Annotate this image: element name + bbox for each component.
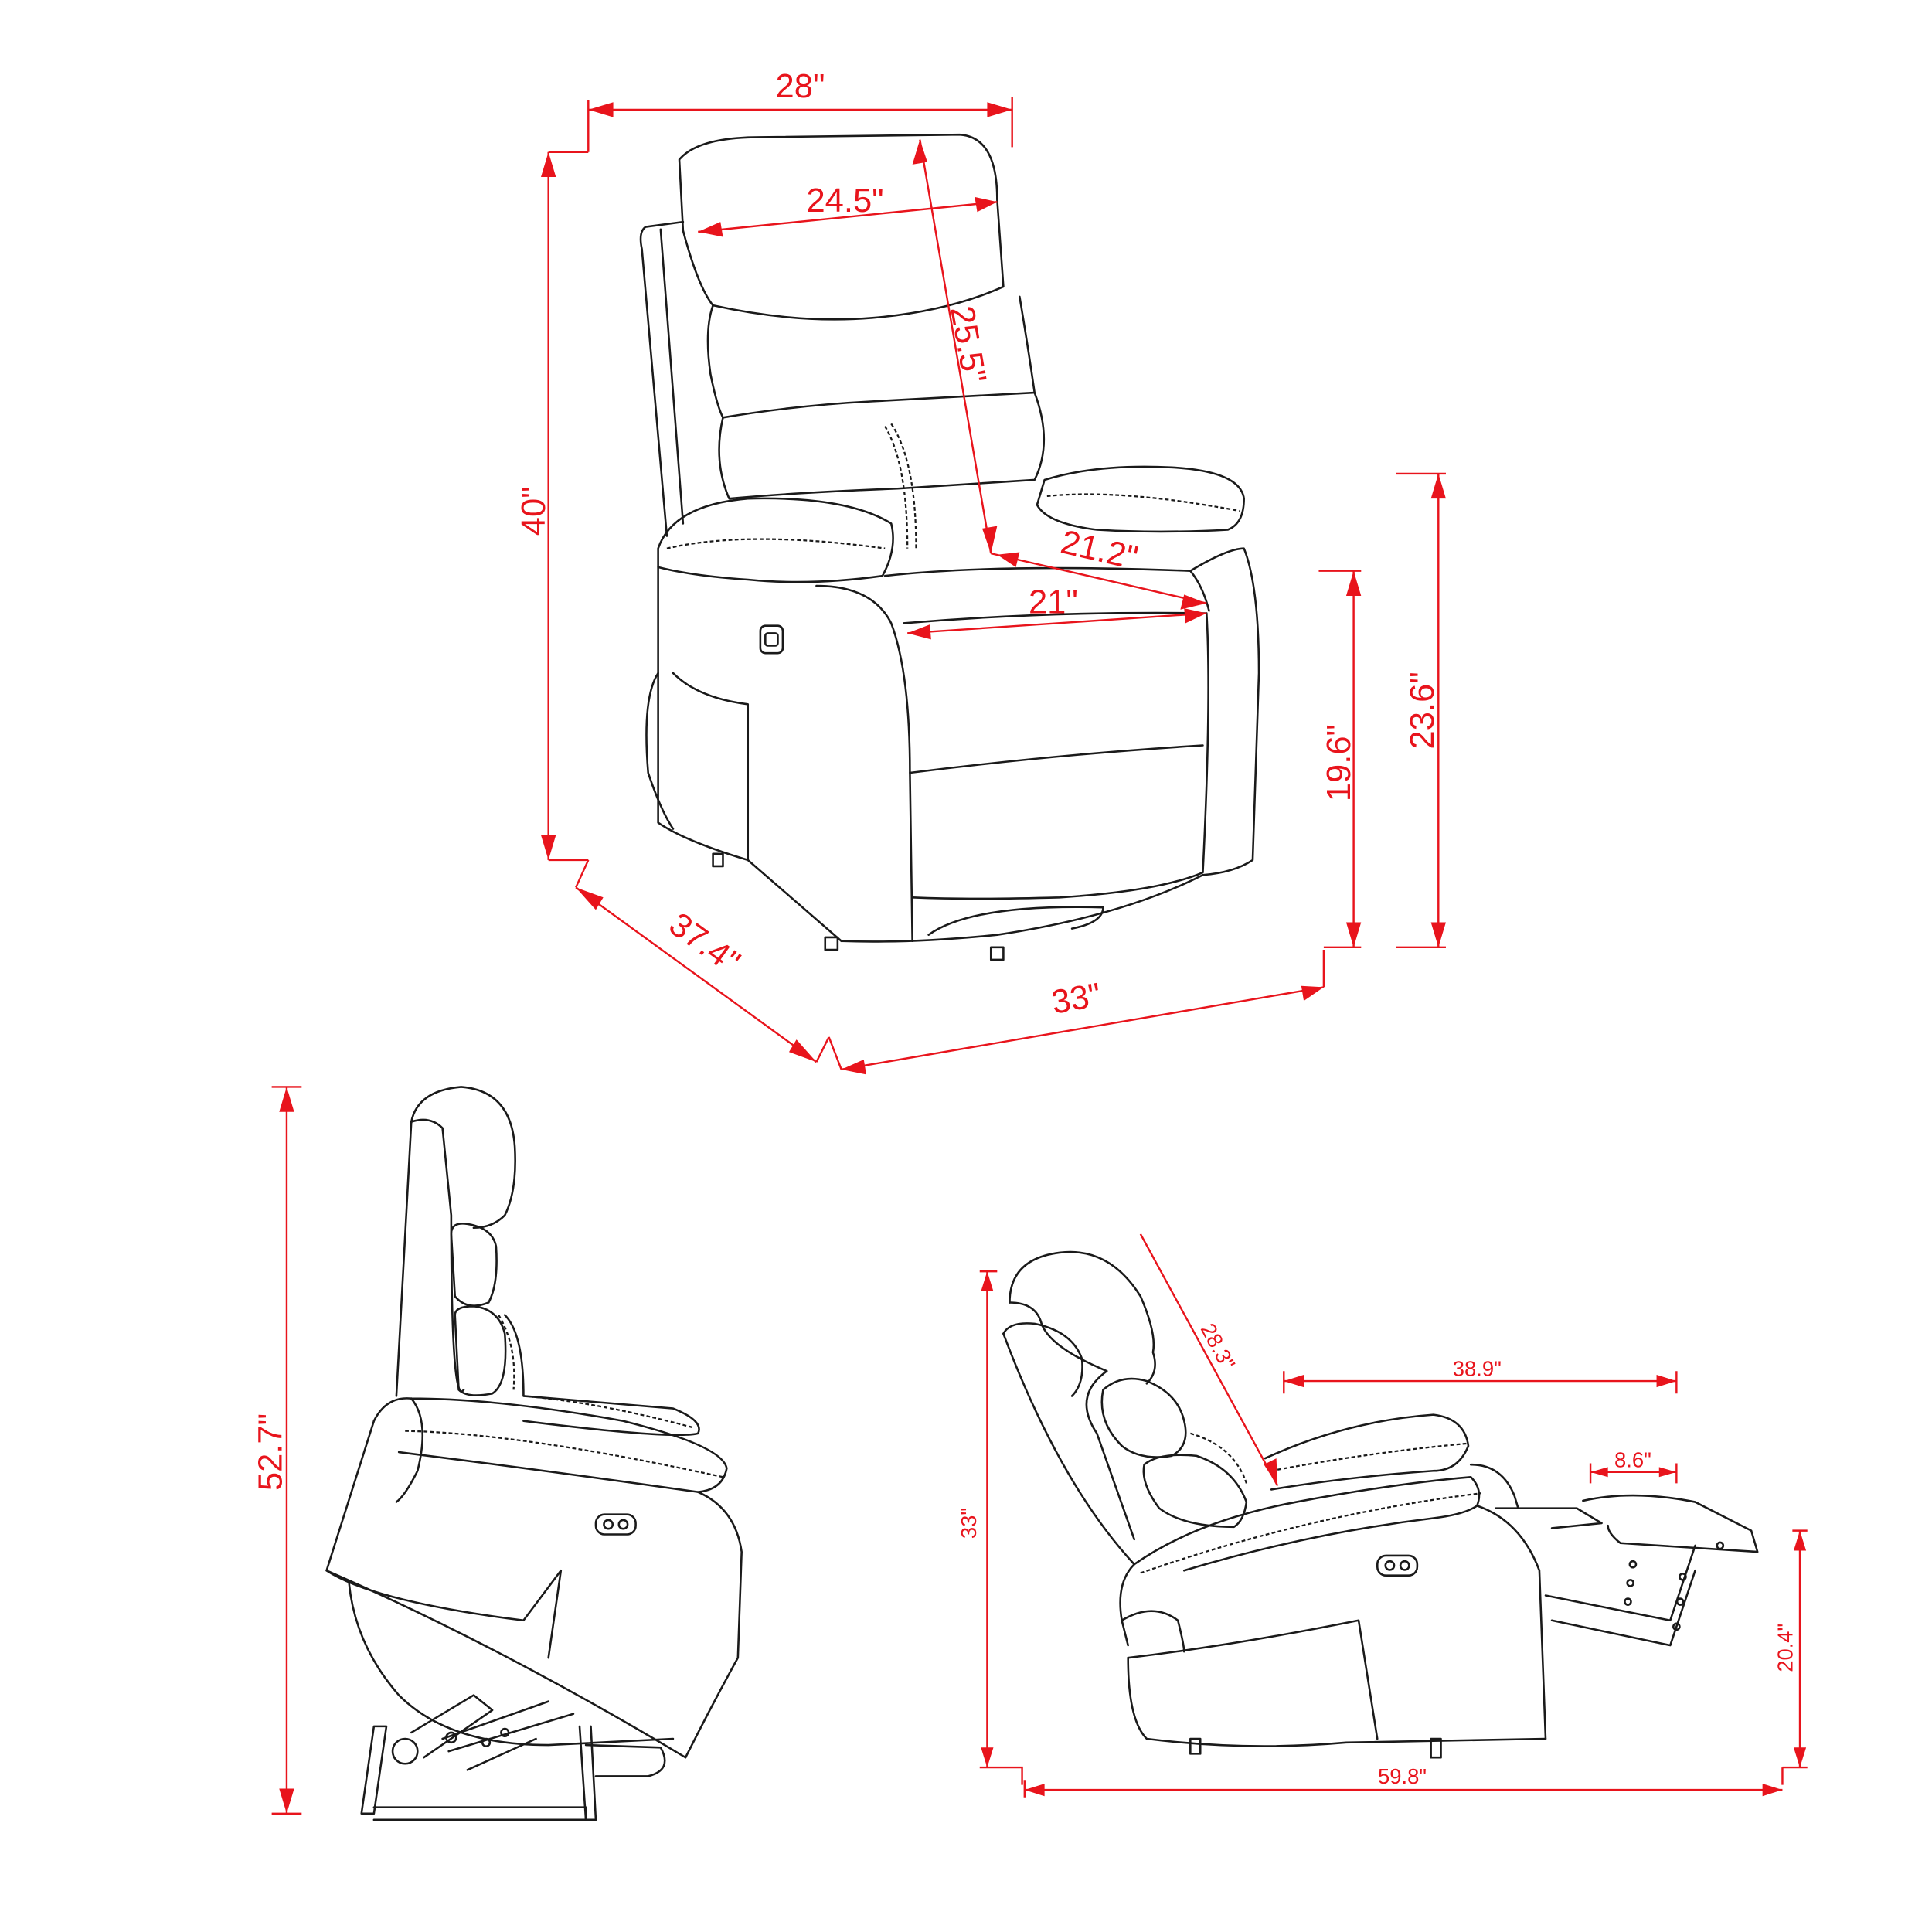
reclined-view-dimensions: 28.3" 38.9" 8.6" 33" 20.4" 59.8" [957, 1233, 1808, 1798]
reclined-view-chair [1002, 1250, 1759, 1759]
lift-view-dimensions: 52.7" [253, 1086, 302, 1815]
backrest-height-label: 25.5" [943, 303, 993, 386]
overall-width-label: 28" [776, 68, 825, 105]
footrest-height-label: 20.4" [1773, 1624, 1797, 1672]
arm-height-label: 23.6" [1404, 672, 1441, 749]
reclined-length-label: 59.8" [1378, 1764, 1427, 1788]
power-button-icon [759, 624, 784, 655]
overall-height-label: 40" [515, 486, 553, 536]
lift-view-chair [325, 1086, 743, 1821]
headrest-width-label: 24.5" [806, 182, 883, 219]
power-button-icon [594, 1513, 637, 1536]
front-view-chair [639, 133, 1260, 961]
base-width-label: 33" [1049, 976, 1104, 1021]
seat-height-label: 19.6" [1321, 724, 1358, 801]
footrest-length-label: 8.6" [1614, 1447, 1651, 1471]
power-button-icon [1376, 1554, 1419, 1577]
seat-width-label: 21" [1029, 584, 1078, 621]
front-view-dimensions: 28" 24.5" 25.5" 40" 21.2" 21" 19.6" [515, 68, 1446, 1075]
overall-depth-label: 37.4" [662, 906, 747, 981]
reclined-height-label: 33" [957, 1508, 981, 1539]
footrest-extension-label: 38.9" [1453, 1357, 1502, 1381]
lifted-height-label: 52.7" [253, 1413, 290, 1491]
